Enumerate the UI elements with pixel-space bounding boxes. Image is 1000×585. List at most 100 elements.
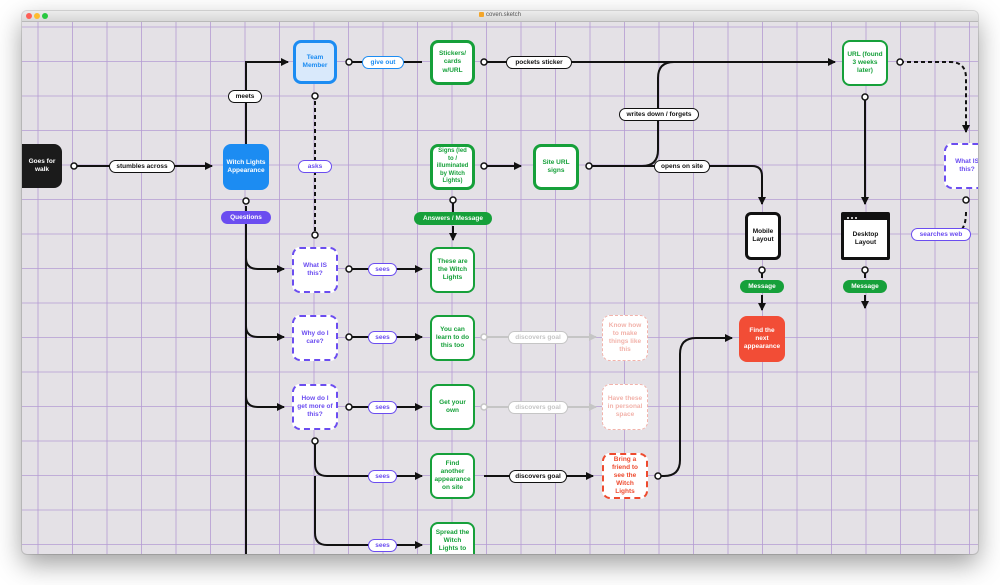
node-get-your-own-text: Get your own xyxy=(439,398,466,414)
connector-endpoints xyxy=(70,58,970,480)
close-window-button[interactable] xyxy=(26,13,32,19)
label-questions[interactable]: Questions xyxy=(221,211,271,224)
node-desktop-layout-text: Desktop Layout xyxy=(852,230,879,246)
node-site-url-signs-text: Site URL signs xyxy=(542,158,570,174)
label-sees-text: sees xyxy=(375,334,390,341)
node-bring-a-friend[interactable]: Bring a friend to see the Witch Lights xyxy=(602,453,648,499)
node-url-found-later-text: URL (found 3 weeks later) xyxy=(847,50,883,75)
label-sees[interactable]: sees xyxy=(368,401,397,414)
label-opens-on-site[interactable]: opens on site xyxy=(654,160,710,173)
label-answers-message[interactable]: Answers / Message xyxy=(414,212,492,225)
node-mobile-layout[interactable]: Mobile Layout xyxy=(745,212,781,260)
node-team-member-text: Team Member xyxy=(302,53,328,69)
label-asks[interactable]: asks xyxy=(298,160,332,173)
label-discovers-goal[interactable]: discovers goal xyxy=(509,470,567,483)
label-stumbles-across[interactable]: stumbles across xyxy=(109,160,175,173)
app-window: coven.sketch xyxy=(22,11,978,554)
label-sees-text: sees xyxy=(375,404,390,411)
label-sees[interactable]: sees xyxy=(368,331,397,344)
node-know-how-to-make-text: Know how to make things like this xyxy=(608,321,642,354)
label-sees-text: sees xyxy=(375,473,390,480)
label-message-mobile[interactable]: Message xyxy=(740,280,784,293)
browser-dot-icon xyxy=(855,216,857,219)
node-know-how-to-make[interactable]: Know how to make things like this xyxy=(602,315,648,361)
label-pockets-sticker[interactable]: pockets sticker xyxy=(506,56,572,69)
node-what-is-this-text: What IS this? xyxy=(303,261,327,277)
sketch-file-icon xyxy=(478,12,484,17)
browser-dot-icon xyxy=(847,216,849,219)
node-what-is-this-right-text: What IS this? xyxy=(955,157,978,173)
node-spread-witch-lights[interactable]: Spread the Witch Lights to your area xyxy=(430,522,475,554)
node-desktop-layout[interactable]: Desktop Layout xyxy=(841,212,890,260)
node-how-do-i-get-more-text: How do I get more of this? xyxy=(297,394,333,419)
zoom-window-button[interactable] xyxy=(42,13,48,19)
label-discovers-goal-text: discovers goal xyxy=(515,473,561,480)
background-grid xyxy=(22,22,978,554)
label-answers-message-text: Answers / Message xyxy=(423,215,483,222)
label-pockets-sticker-text: pockets sticker xyxy=(515,59,563,66)
label-message-mobile-text: Message xyxy=(748,283,776,290)
node-witch-lights-appearance-text: Witch Lights Appearance xyxy=(226,158,266,174)
node-goes-for-walk[interactable]: Goes for walk xyxy=(22,144,62,188)
browser-bar-icon xyxy=(844,215,887,220)
label-give-out-text: give out xyxy=(370,59,396,66)
node-these-are-witch-lights[interactable]: These are the Witch Lights xyxy=(430,247,475,293)
label-discovers-goal-faded-text: discovers goal xyxy=(515,334,561,341)
window-title-text: coven.sketch xyxy=(485,12,522,18)
label-sees-text: sees xyxy=(375,542,390,549)
label-discovers-goal-faded[interactable]: discovers goal xyxy=(508,401,568,414)
label-searches-web[interactable]: searches web xyxy=(911,228,971,241)
node-bring-a-friend-text: Bring a friend to see the Witch Lights xyxy=(612,455,638,496)
label-give-out[interactable]: give out xyxy=(362,56,404,69)
grid-and-connectors xyxy=(22,22,978,554)
label-discovers-goal-faded-text: discovers goal xyxy=(515,404,561,411)
node-have-these-in-space-text: Have these in personal space xyxy=(607,394,643,419)
node-team-member[interactable]: Team Member xyxy=(293,40,337,84)
label-asks-text: asks xyxy=(307,163,323,170)
label-message-desktop[interactable]: Message xyxy=(843,280,887,293)
node-find-next-appearance-text: Find the next appearance xyxy=(743,326,781,351)
node-site-url-signs[interactable]: Site URL signs xyxy=(533,144,579,190)
node-goes-for-walk-text: Goes for walk xyxy=(28,157,56,173)
label-meets-text: meets xyxy=(235,93,255,100)
node-signs-illuminated[interactable]: Signs (led to / illuminated by Witch Lig… xyxy=(430,144,475,190)
label-opens-on-site-text: opens on site xyxy=(661,163,703,170)
label-stumbles-across-text: stumbles across xyxy=(116,163,168,170)
node-witch-lights-appearance[interactable]: Witch Lights Appearance xyxy=(223,144,269,190)
browser-dot-icon xyxy=(851,216,853,219)
label-message-desktop-text: Message xyxy=(851,283,879,290)
window-title: coven.sketch xyxy=(22,12,978,18)
node-stickers-cards-text: Stickers/ cards w/URL xyxy=(438,50,467,74)
node-what-is-this[interactable]: What IS this? xyxy=(292,247,338,293)
node-url-found-later[interactable]: URL (found 3 weeks later) xyxy=(842,40,888,86)
node-find-next-appearance[interactable]: Find the next appearance xyxy=(739,316,785,362)
label-meets[interactable]: meets xyxy=(228,90,262,103)
label-sees[interactable]: sees xyxy=(368,539,397,552)
node-signs-illuminated-text: Signs (led to / illuminated by Witch Lig… xyxy=(436,148,469,185)
label-writes-down-forgets[interactable]: writes down / forgets xyxy=(619,108,699,121)
node-what-is-this-right[interactable]: What IS this? xyxy=(944,143,978,189)
node-how-do-i-get-more[interactable]: How do I get more of this? xyxy=(292,384,338,430)
node-get-your-own[interactable]: Get your own xyxy=(430,384,475,430)
node-have-these-in-space[interactable]: Have these in personal space xyxy=(602,384,648,430)
node-stickers-cards[interactable]: Stickers/ cards w/URL xyxy=(430,40,475,85)
node-you-can-learn[interactable]: You can learn to do this too xyxy=(430,315,475,361)
faded-endpoints xyxy=(480,333,488,411)
diagram-canvas[interactable]: Goes for walk Team Member Stickers/ card… xyxy=(22,22,978,554)
minimize-window-button[interactable] xyxy=(34,13,40,19)
label-sees-text: sees xyxy=(375,266,390,273)
node-mobile-layout-text: Mobile Layout xyxy=(752,227,774,243)
label-sees[interactable]: sees xyxy=(368,470,397,483)
node-you-can-learn-text: You can learn to do this too xyxy=(435,325,470,350)
label-sees[interactable]: sees xyxy=(368,263,397,276)
node-find-another-appearance[interactable]: Find another appearance on site xyxy=(430,453,475,499)
label-discovers-goal-faded[interactable]: discovers goal xyxy=(508,331,568,344)
label-searches-web-text: searches web xyxy=(919,231,963,238)
node-these-are-witch-lights-text: These are the Witch Lights xyxy=(437,257,468,282)
title-bar: coven.sketch xyxy=(22,11,978,22)
label-questions-text: Questions xyxy=(230,214,262,221)
node-find-another-appearance-text: Find another appearance on site xyxy=(434,459,471,492)
node-why-do-i-care-text: Why do I care? xyxy=(301,329,329,345)
label-writes-down-forgets-text: writes down / forgets xyxy=(626,111,692,118)
node-why-do-i-care[interactable]: Why do I care? xyxy=(292,315,338,361)
